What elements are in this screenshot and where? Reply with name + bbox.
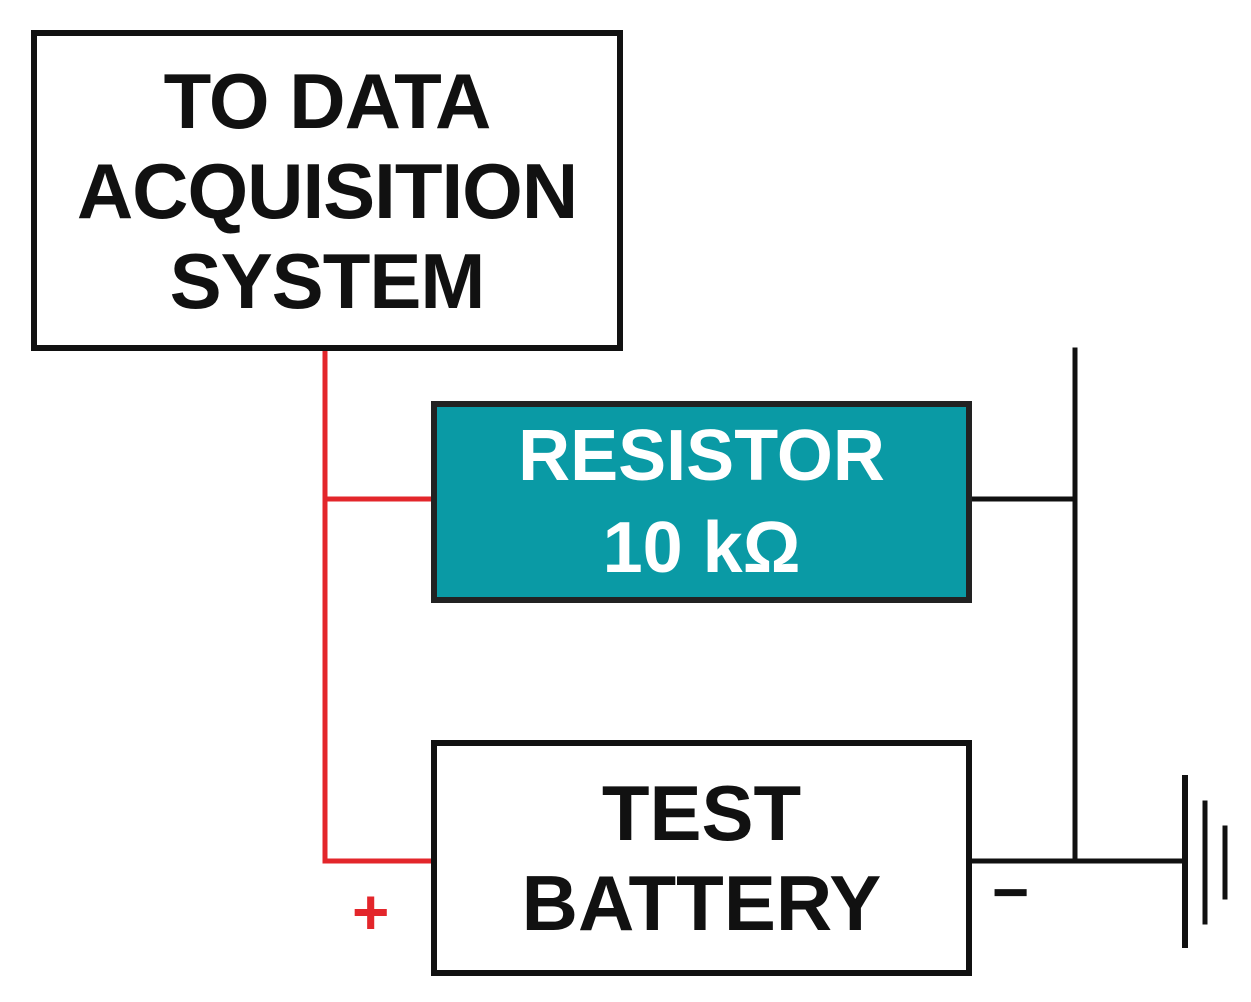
resistor-label: RESISTOR <box>518 416 885 496</box>
resistor-box: RESISTOR 10 kΩ <box>431 401 972 603</box>
positive-terminal-label: + <box>352 876 390 948</box>
daq-label-line-2: ACQUISITION <box>76 146 578 235</box>
daq-label-line-3: SYSTEM <box>169 236 486 325</box>
resistor-value: 10 kΩ <box>602 508 801 588</box>
battery-label-line-1: TEST <box>601 769 802 857</box>
battery-label-line-2: BATTERY <box>521 859 882 947</box>
test-battery-box: TEST BATTERY <box>431 740 972 976</box>
data-acquisition-system-box: TO DATA ACQUISITION SYSTEM <box>31 30 623 351</box>
ground-icon <box>1182 775 1228 948</box>
daq-label-line-1: TO DATA <box>163 56 492 145</box>
negative-terminal-label: − <box>992 856 1030 928</box>
